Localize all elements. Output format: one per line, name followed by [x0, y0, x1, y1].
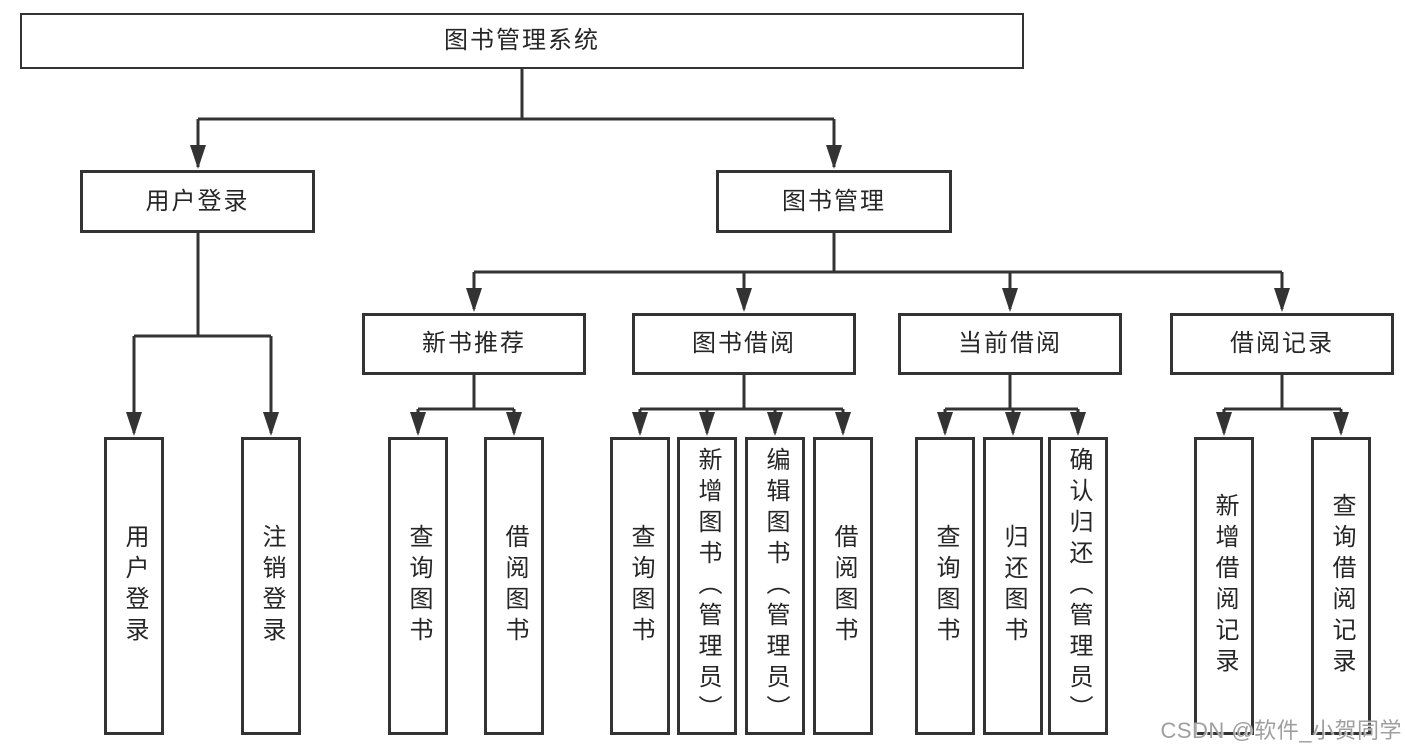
node-book-borrowing: 图书借阅 — [632, 313, 856, 375]
connector-path — [132, 69, 1343, 433]
node-leaf-return-books: 归还图书 — [983, 437, 1043, 735]
watermark-text: CSDN @软件_小贺同学 — [1160, 718, 1402, 743]
node-new-book-recommend: 新书推荐 — [362, 313, 586, 375]
node-leaf-query-borrow-record: 查询借阅记录 — [1311, 437, 1371, 735]
node-leaf-add-books-admin: 新增图书（管理员） — [677, 437, 737, 735]
node-borrowing-records: 借阅记录 — [1170, 313, 1394, 375]
node-leaf-query-books-current: 查询图书 — [915, 437, 975, 735]
node-user-login: 用户登录 — [80, 170, 315, 233]
node-leaf-add-borrow-record: 新增借阅记录 — [1194, 437, 1254, 735]
node-leaf-borrow-books-newbooks: 借阅图书 — [484, 437, 544, 735]
node-leaf-edit-books-admin: 编辑图书（管理员） — [745, 437, 805, 735]
node-book-management: 图书管理 — [716, 170, 952, 233]
arrowheads — [126, 145, 1349, 436]
node-leaf-user-login: 用户登录 — [104, 437, 164, 735]
node-leaf-query-books-borrowing: 查询图书 — [610, 437, 670, 735]
node-current-borrowing: 当前借阅 — [898, 313, 1122, 375]
node-leaf-confirm-return-admin: 确认归还（管理员） — [1048, 437, 1108, 735]
node-leaf-logout: 注销登录 — [241, 437, 301, 735]
node-leaf-borrow-books-borrowing: 借阅图书 — [813, 437, 873, 735]
node-leaf-query-books-newbooks: 查询图书 — [388, 437, 448, 735]
node-root: 图书管理系统 — [20, 13, 1024, 69]
